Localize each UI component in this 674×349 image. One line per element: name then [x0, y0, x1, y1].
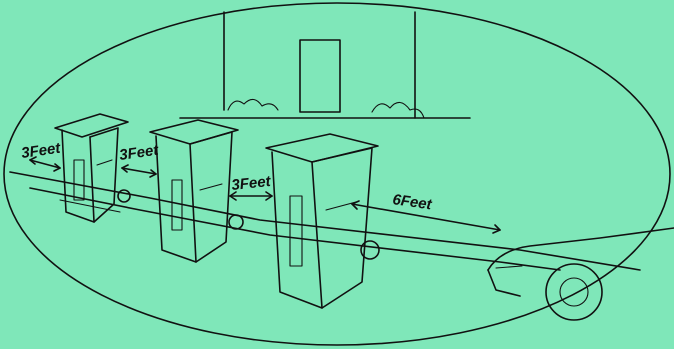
wheel-icon	[228, 214, 244, 230]
curb-lines	[9, 171, 641, 271]
trash-bin-icon	[265, 133, 380, 309]
dimension-arrows	[29, 156, 501, 234]
wheel-icon	[360, 240, 380, 260]
label-bin-to-car: 6Feet	[391, 191, 433, 213]
trash-bin-icon	[54, 113, 131, 223]
oval-frame	[3, 2, 671, 346]
label-between-bins-2-3: 3Feet	[231, 173, 273, 194]
wheel-icon	[545, 263, 603, 321]
wheel-icon	[117, 189, 131, 203]
car-icon	[487, 227, 674, 321]
label-left-curb: 3Feet	[20, 140, 62, 162]
trash-bin-icon	[149, 119, 244, 263]
building	[179, 11, 471, 119]
label-between-bins-1-2: 3Feet	[118, 142, 160, 164]
